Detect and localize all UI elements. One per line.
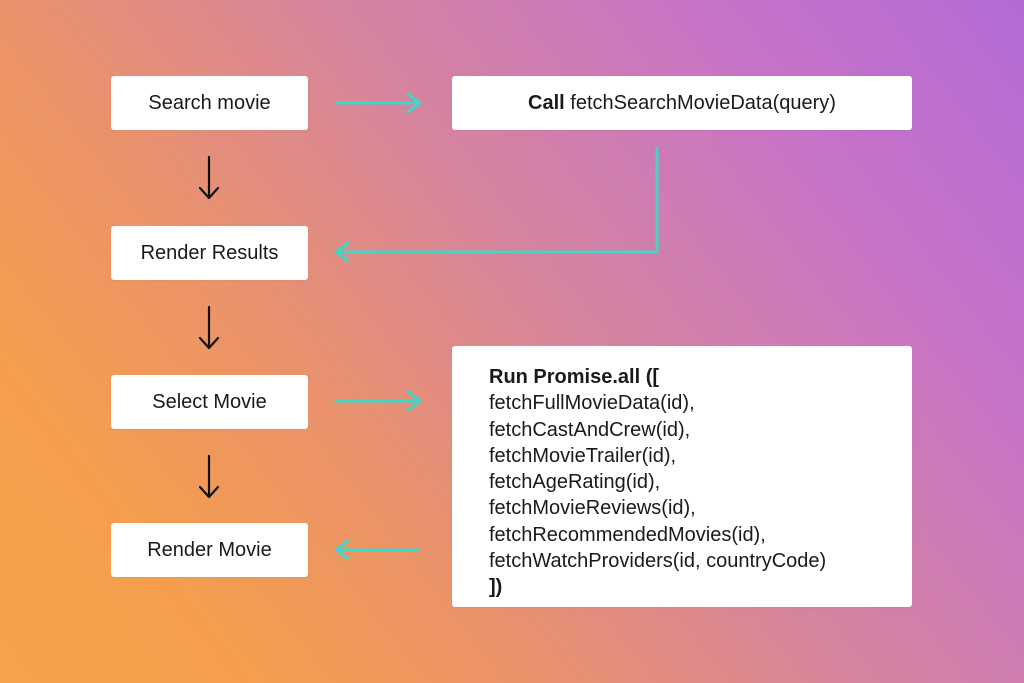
- right-arrow-select-to-promise: [334, 390, 422, 412]
- promise-call-line: fetchWatchProviders(id, countryCode): [489, 550, 827, 573]
- promise-header: Run Promise.all ([: [489, 366, 660, 388]
- elbow-arrow-call-to-results: [334, 146, 659, 263]
- step-render-movie: Render Movie: [111, 523, 308, 577]
- promise-call-line: fetchMovieReviews(id),: [489, 497, 696, 520]
- promise-footer: ]): [489, 576, 503, 599]
- call-keyword: Call: [528, 91, 565, 114]
- step-search-movie: Search movie: [111, 76, 308, 130]
- left-arrow-promise-to-render: [334, 539, 421, 561]
- call-fetch-search-box: Call fetchSearchMovieData(query): [452, 76, 912, 130]
- down-arrow-search-to-results: [198, 155, 220, 200]
- promise-call-line: fetchFullMovieData(id),: [489, 392, 695, 415]
- call-function: fetchSearchMovieData(query): [570, 91, 836, 114]
- promise-call-line: fetchCastAndCrew(id),: [489, 418, 691, 441]
- step-select-movie-label: Select Movie: [152, 390, 267, 413]
- step-render-results-label: Render Results: [140, 241, 279, 264]
- step-search-movie-label: Search movie: [148, 91, 271, 114]
- step-render-results: Render Results: [111, 226, 308, 280]
- step-select-movie: Select Movie: [111, 375, 308, 429]
- promise-all-box: Run Promise.all ([ fetchFullMovieData(id…: [452, 346, 912, 607]
- down-arrow-select-to-render: [198, 454, 220, 499]
- promise-call-line: fetchMovieTrailer(id),: [489, 444, 677, 467]
- right-arrow-search-to-call: [334, 92, 422, 114]
- promise-call-line: fetchRecommendedMovies(id),: [489, 523, 766, 546]
- down-arrow-results-to-select: [198, 305, 220, 350]
- promise-call-line: fetchAgeRating(id),: [489, 471, 661, 494]
- step-render-movie-label: Render Movie: [147, 538, 272, 561]
